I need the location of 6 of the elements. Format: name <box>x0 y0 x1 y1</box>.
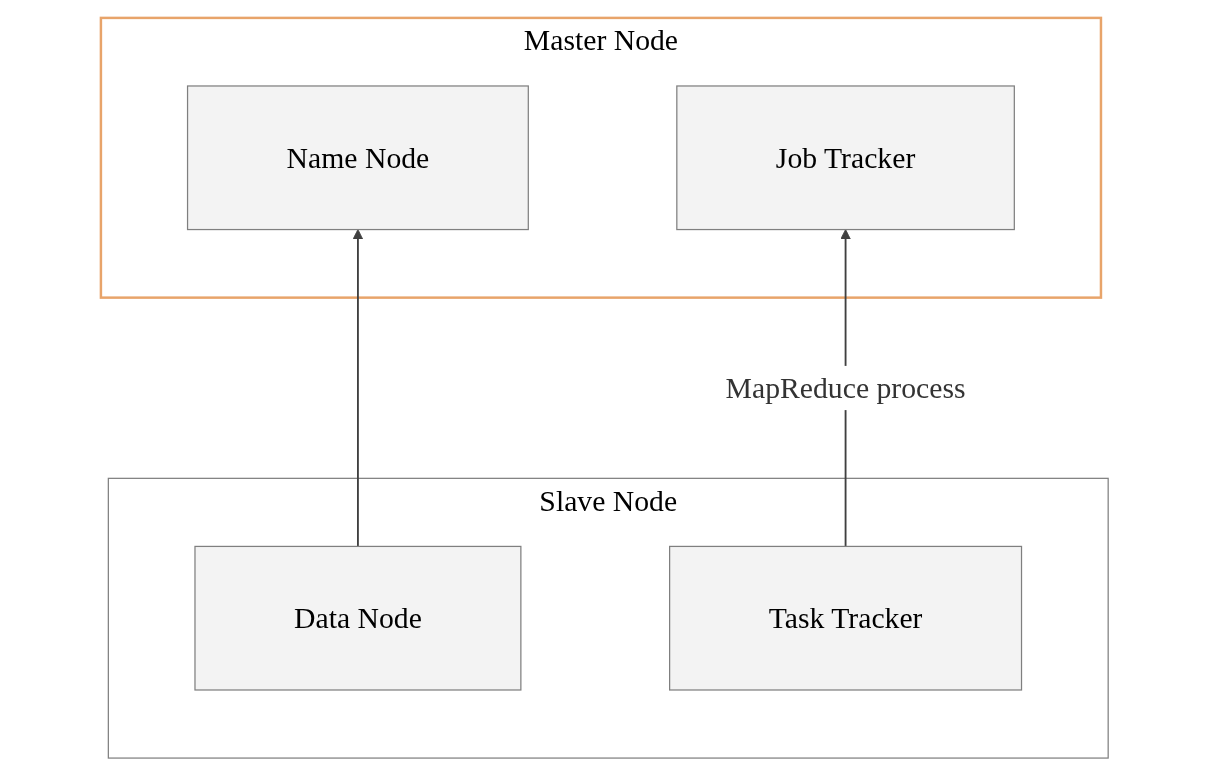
node-box: Data Node <box>194 545 522 691</box>
node-box: Task Tracker <box>669 545 1023 691</box>
node-box: Name Node <box>187 84 530 230</box>
node-box: Job Tracker <box>676 84 1016 230</box>
arrow <box>352 228 364 547</box>
edge-label: MapReduce process <box>726 371 967 404</box>
